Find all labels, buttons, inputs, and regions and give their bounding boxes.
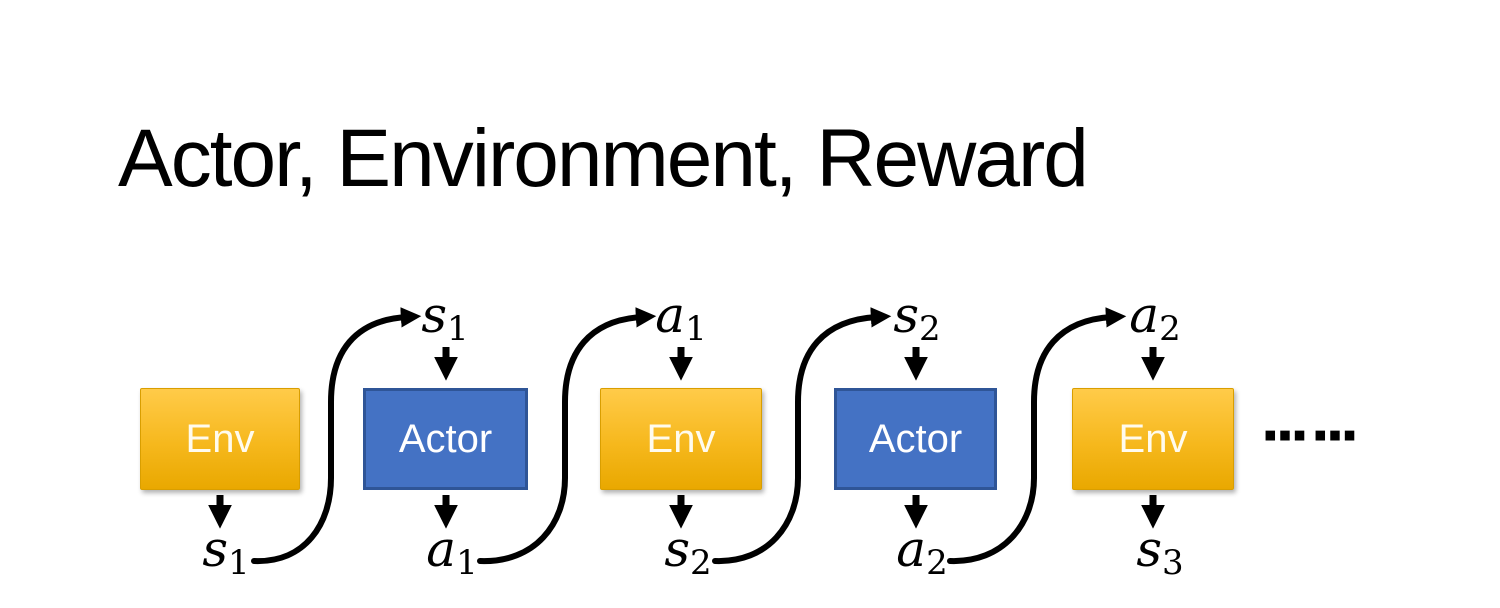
page-title: Actor, Environment, Reward <box>118 113 1089 204</box>
bottom-label-s2-sub: 2 <box>690 543 712 584</box>
top-label-s2-var: s <box>893 286 920 344</box>
actor-box-2: Actor <box>834 388 997 490</box>
top-label-a2: a2 <box>1129 290 1180 346</box>
top-label-s1: s1 <box>421 290 468 346</box>
bottom-label-a2: a2 <box>896 524 947 580</box>
bottom-label-s3: s3 <box>1136 524 1183 580</box>
top-label-a2-sub: 2 <box>1159 309 1181 350</box>
bottom-label-s2-var: s <box>664 520 691 578</box>
top-label-a1: a1 <box>655 290 706 346</box>
top-label-a1-var: a <box>655 286 686 344</box>
bottom-label-s3-sub: 3 <box>1162 543 1184 584</box>
bottom-label-s3-var: s <box>1136 520 1163 578</box>
bottom-label-s1: s1 <box>202 524 249 580</box>
top-label-s1-sub: 1 <box>447 309 469 350</box>
top-label-s2-sub: 2 <box>919 309 941 350</box>
bottom-label-s2: s2 <box>664 524 711 580</box>
bottom-label-a1: a1 <box>426 524 477 580</box>
top-label-s1-var: s <box>421 286 448 344</box>
bottom-label-a1-var: a <box>426 520 457 578</box>
continuation-ellipsis: …… <box>1261 397 1362 449</box>
top-label-a2-var: a <box>1129 286 1160 344</box>
env-box-1-label: Env <box>185 417 255 461</box>
bottom-label-s1-var: s <box>202 520 229 578</box>
env-box-2-label: Env <box>646 417 716 461</box>
actor-box-2-label: Actor <box>868 417 963 461</box>
actor-box-1: Actor <box>363 388 528 490</box>
bottom-label-s1-sub: 1 <box>228 543 250 584</box>
bottom-label-a2-sub: 2 <box>926 543 948 584</box>
env-box-3-label: Env <box>1118 417 1188 461</box>
actor-box-1-label: Actor <box>398 417 493 461</box>
top-label-s2: s2 <box>893 290 940 346</box>
env-box-2: Env <box>600 388 762 490</box>
bottom-label-a2-var: a <box>896 520 927 578</box>
top-label-a1-sub: 1 <box>685 309 707 350</box>
env-box-3: Env <box>1072 388 1234 490</box>
env-box-1: Env <box>140 388 300 490</box>
bottom-label-a1-sub: 1 <box>456 543 478 584</box>
